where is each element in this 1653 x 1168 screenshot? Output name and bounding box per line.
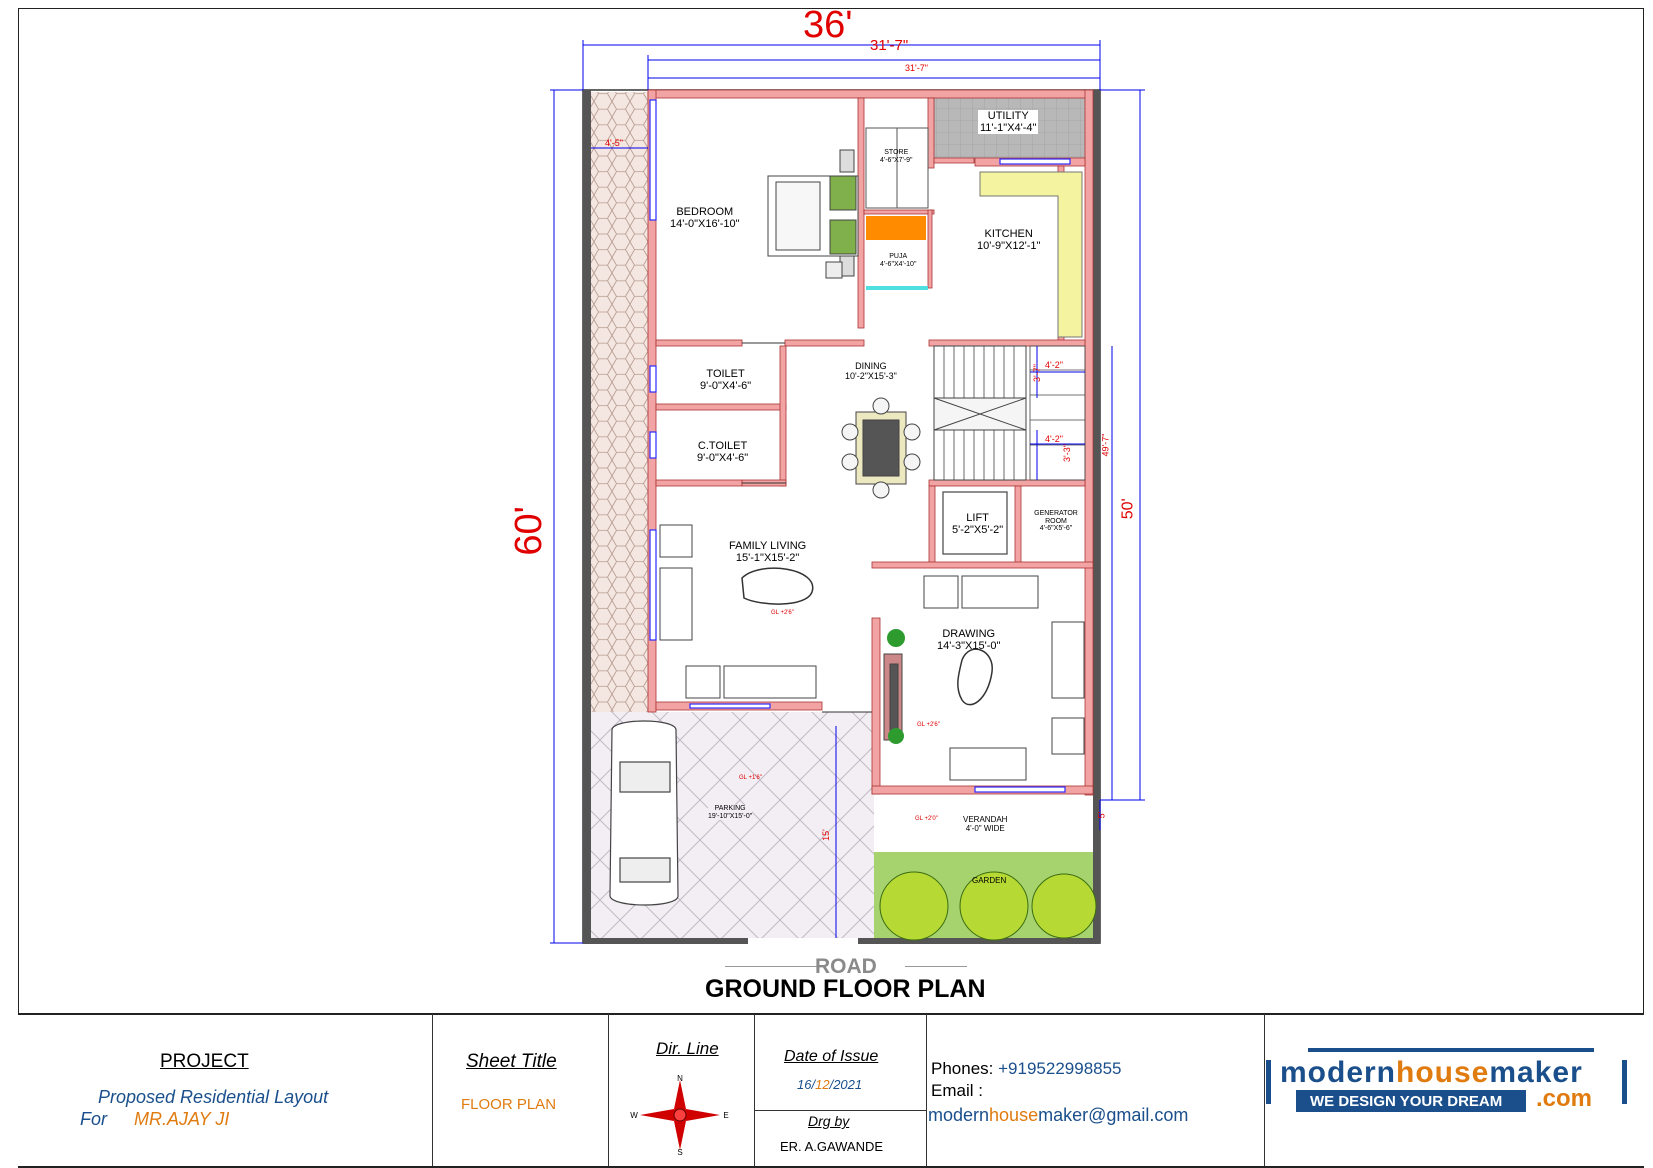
dir-line-heading: Dir. Line	[656, 1039, 719, 1058]
verandah-level: GL +2'0"	[915, 816, 938, 822]
compass-rose-icon: N E W S	[630, 1075, 728, 1155]
logo-tagline: WE DESIGN YOUR DREAM	[1310, 1093, 1503, 1110]
tb-divider-5	[1264, 1014, 1265, 1166]
garden-label: GARDEN	[972, 876, 1007, 885]
drg-value: ER. A.GAWANDE	[780, 1139, 884, 1154]
windows	[649, 99, 1071, 793]
tb-bottom-line	[18, 1166, 1644, 1168]
puja-door	[866, 286, 928, 290]
project-for: For	[80, 1109, 107, 1129]
lift-shaft	[942, 491, 1008, 555]
date-value: 16/12/2021	[797, 1077, 863, 1092]
road-arrow-left	[725, 966, 817, 967]
living-sofa-set	[659, 524, 817, 699]
garden-trees	[879, 871, 1097, 941]
parking-level: GL +1'6"	[739, 775, 762, 781]
logo-bar-top	[1308, 1048, 1594, 1052]
tb-divider-1	[432, 1014, 433, 1166]
bed	[767, 149, 859, 279]
dimension-lines	[550, 40, 1145, 944]
stair-dim-4: 3'-3"	[1061, 444, 1072, 462]
brand-logo: modernhousemaker WE DESIGN YOUR DREAM .c…	[1266, 1046, 1630, 1114]
tb-date-divider	[754, 1110, 926, 1111]
stair-dim-2: 3'-7"	[1031, 364, 1042, 382]
staircase	[933, 345, 1027, 481]
passage-width-dim: 4'-5"	[605, 138, 623, 148]
inner-width-dim-1: 31'-7"	[870, 37, 909, 54]
setback-dim: 5'	[1096, 811, 1107, 819]
project-client: MR.AJAY JI	[134, 1109, 230, 1129]
email-label: Email :	[931, 1081, 983, 1100]
road-label: ROAD	[815, 955, 877, 978]
right-boundary-wall	[1093, 90, 1100, 943]
phones-row: Phones: +919522998855	[931, 1059, 1122, 1078]
tb-divider-4	[926, 1014, 927, 1166]
logo-text: modernhousemaker	[1280, 1056, 1583, 1089]
overall-width-dim: 36'	[803, 4, 853, 46]
logo-bar-left	[1266, 1060, 1271, 1104]
car	[609, 720, 679, 906]
tb-divider-3	[754, 1014, 755, 1166]
drawing-level: GL +2'6"	[917, 722, 940, 728]
compass-s: S	[677, 1148, 682, 1155]
email-value[interactable]: modernhousemaker@gmail.com	[928, 1105, 1189, 1125]
project-line-1: Proposed Residential Layout	[98, 1087, 329, 1107]
plan-title: GROUND FLOOR PLAN	[705, 975, 986, 1003]
stair-dim-1: 4'-2"	[1045, 360, 1063, 370]
overall-depth-dim: 60'	[507, 506, 550, 556]
date-heading: Date of Issue	[784, 1048, 879, 1065]
indoor-plants	[887, 629, 905, 744]
dining-table	[841, 397, 921, 499]
project-heading: PROJECT	[160, 1051, 249, 1072]
compass-n: N	[677, 1075, 683, 1083]
road-arrow-right	[905, 966, 967, 967]
sheet-title-heading: Sheet Title	[466, 1051, 557, 1072]
stair-dim-3: 4'-2"	[1045, 434, 1063, 444]
sheet-title-value: FLOOR PLAN	[461, 1096, 557, 1113]
drg-heading: Drg by	[808, 1113, 850, 1129]
puja-shrine	[866, 216, 926, 240]
compass-w: W	[630, 1111, 638, 1120]
kitchen-counter	[979, 171, 1083, 338]
floor-plan-drawing	[550, 40, 1145, 944]
logo-bar-right	[1622, 1060, 1627, 1104]
side-passage-paving	[591, 92, 648, 712]
living-level: GL +2'6"	[771, 610, 794, 616]
doors	[742, 342, 872, 713]
inner-depth-dim: 49'-7"	[1100, 433, 1111, 457]
logo-com: .com	[1536, 1085, 1593, 1112]
logo-tagline-bg	[1296, 1090, 1526, 1112]
compass-e: E	[723, 1111, 728, 1120]
inner-width-dim-2: 31'-7"	[905, 63, 928, 73]
title-block	[18, 1014, 1644, 1166]
drawing-sofa-set	[883, 575, 1085, 781]
parking-depth-dim: 15'	[820, 829, 831, 841]
left-boundary-wall	[583, 90, 591, 943]
drawing-frame	[18, 8, 1644, 1014]
gate-opening	[748, 938, 858, 944]
tb-divider-2	[608, 1014, 609, 1166]
side-depth-dim: 50'	[1119, 498, 1137, 520]
